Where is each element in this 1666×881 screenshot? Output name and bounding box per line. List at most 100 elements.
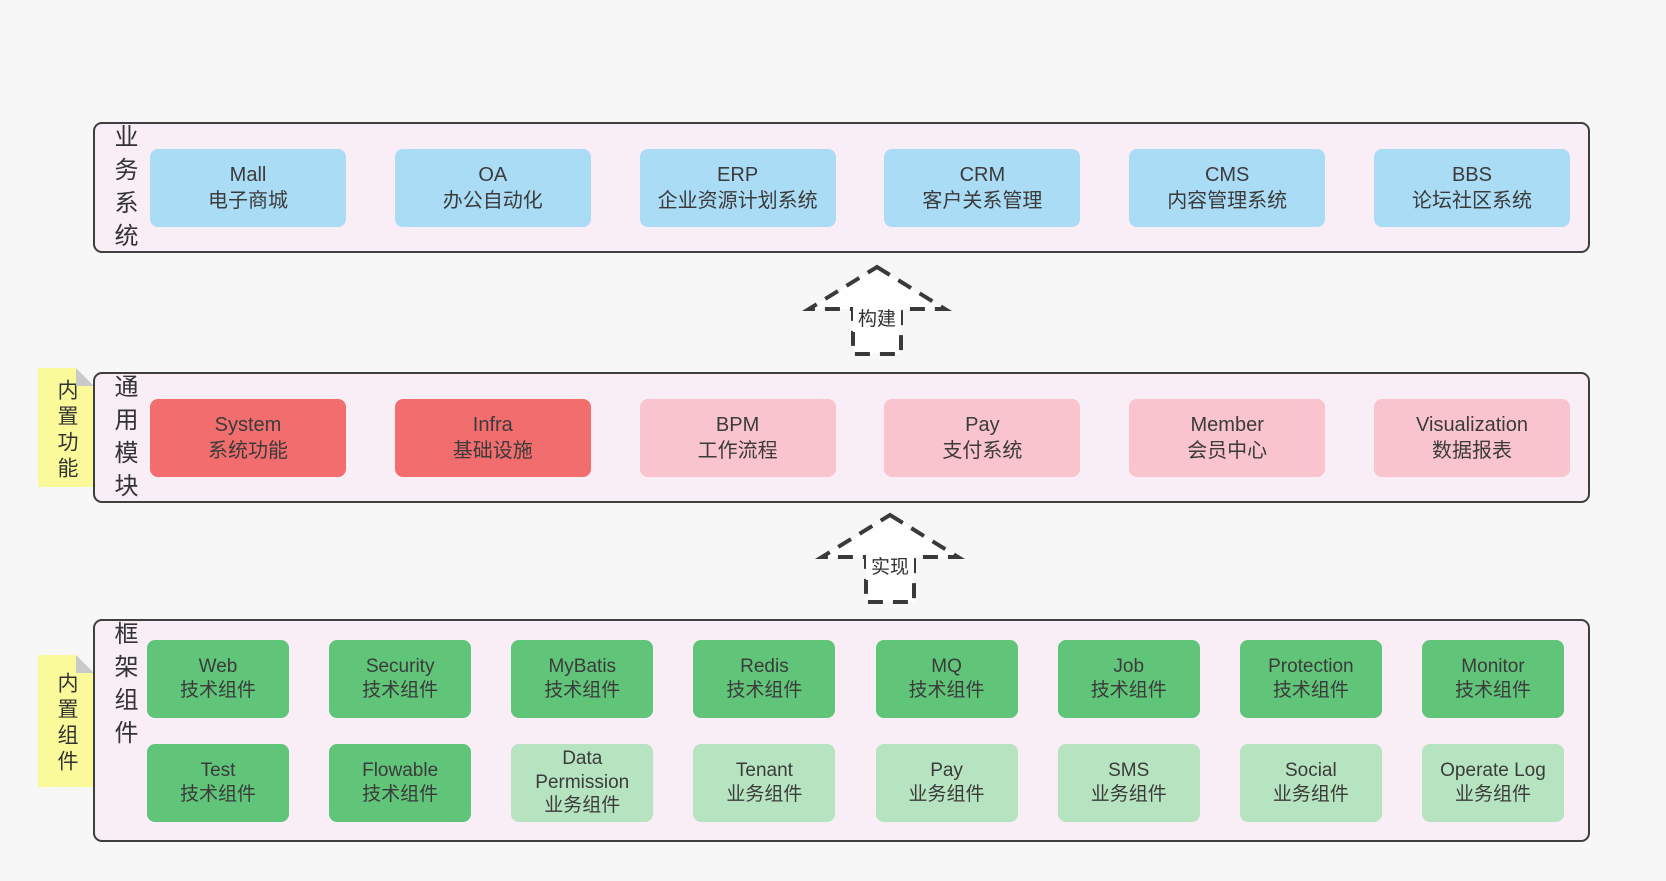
- box-social-desc: 业务组件: [1272, 783, 1349, 805]
- box-crm-desc: 客户关系管理: [922, 189, 1043, 212]
- box-social-name: Social: [1284, 759, 1337, 781]
- box-security-desc: 技术组件: [362, 679, 439, 701]
- box-oa-name: OA: [478, 163, 508, 186]
- arrow-build: 构建: [801, 263, 953, 358]
- box-visualization: Visualization 数据报表: [1373, 398, 1570, 477]
- arrow-build-label: 构建: [852, 303, 902, 332]
- box-test-name: Test: [200, 759, 236, 781]
- box-sms-name: SMS: [1108, 759, 1150, 781]
- box-bpm-name: BPM: [715, 413, 760, 436]
- box-pay-component-desc: 业务组件: [908, 783, 985, 805]
- box-cms-desc: 内容管理系统: [1167, 189, 1288, 212]
- box-crm-name: CRM: [959, 163, 1006, 186]
- arrow-implement: 实现: [814, 511, 966, 606]
- box-operate-log-desc: 业务组件: [1454, 783, 1531, 805]
- box-mybatis-name: MyBatis: [548, 655, 617, 677]
- section-components-label: 框架组件: [110, 621, 137, 753]
- component-row-2: Test 技术组件 Flowable 技术组件 Data Permission …: [147, 743, 1564, 822]
- box-web: Web 技术组件: [147, 639, 289, 718]
- box-web-name: Web: [198, 655, 238, 677]
- box-tenant: Tenant 业务组件: [693, 743, 836, 822]
- box-job-name: Job: [1113, 655, 1145, 677]
- box-oa: OA 办公自动化: [394, 148, 591, 227]
- box-data-permission: Data Permission 业务组件: [511, 743, 654, 822]
- box-member: Member 会员中心: [1129, 398, 1326, 477]
- box-flowable: Flowable 技术组件: [329, 743, 472, 822]
- box-flowable-name: Flowable: [362, 759, 439, 781]
- box-bpm-desc: 工作流程: [697, 439, 778, 462]
- box-mall: Mall 电子商城: [150, 148, 346, 227]
- box-infra: Infra 基础设施: [394, 398, 591, 477]
- arrow-implement-label: 实现: [865, 551, 915, 580]
- box-system-desc: 系统功能: [208, 439, 288, 462]
- box-bbs-desc: 论坛社区系统: [1411, 189, 1532, 212]
- box-bbs-name: BBS: [1451, 163, 1492, 186]
- box-mq-desc: 技术组件: [908, 679, 985, 701]
- box-pay-module-name: Pay: [965, 413, 1000, 436]
- box-oa-desc: 办公自动化: [442, 189, 543, 212]
- box-member-desc: 会员中心: [1187, 439, 1268, 462]
- box-sms-desc: 业务组件: [1090, 783, 1167, 805]
- box-sms: SMS 业务组件: [1057, 743, 1200, 822]
- box-visualization-desc: 数据报表: [1431, 439, 1512, 462]
- box-mq: MQ 技术组件: [875, 639, 1018, 718]
- box-protection-name: Protection: [1268, 655, 1354, 677]
- component-boxes-grid: Web 技术组件 Security 技术组件 MyBatis 技术组件 Redi…: [147, 621, 1564, 840]
- box-operate-log-name: Operate Log: [1440, 759, 1546, 781]
- section-business-label: 业务系统: [110, 124, 137, 256]
- sticky-built-in-components-label: 内置组件: [55, 672, 78, 776]
- box-infra-desc: 基础设施: [452, 439, 533, 462]
- box-pay-module: Pay 支付系统: [884, 398, 1081, 477]
- sticky-note-built-in-components: 内置组件: [38, 655, 94, 787]
- box-redis: Redis 技术组件: [693, 639, 836, 718]
- box-test: Test 技术组件: [147, 743, 289, 822]
- box-web-desc: 技术组件: [179, 679, 256, 701]
- box-bbs: BBS 论坛社区系统: [1373, 148, 1570, 227]
- box-pay-component: Pay 业务组件: [875, 743, 1018, 822]
- section-common-modules: 通用模块 System 系统功能 Infra 基础设施 BPM 工作流程 Pay…: [93, 372, 1590, 506]
- box-data-permission-desc: 业务组件: [544, 795, 621, 817]
- box-operate-log: Operate Log 业务组件: [1421, 743, 1564, 822]
- box-cms: CMS 内容管理系统: [1129, 148, 1326, 227]
- box-redis-desc: 技术组件: [726, 679, 803, 701]
- box-social: Social 业务组件: [1239, 743, 1382, 822]
- box-member-name: Member: [1190, 413, 1264, 436]
- box-pay-module-desc: 支付系统: [942, 439, 1023, 462]
- box-mybatis-desc: 技术组件: [544, 679, 621, 701]
- sticky-fold-corner-icon: [76, 368, 94, 386]
- box-erp-name: ERP: [717, 163, 759, 186]
- box-visualization-name: Visualization: [1416, 413, 1528, 436]
- section-framework-components: 框架组件 Web 技术组件 Security 技术组件 MyBatis 技术组件…: [93, 619, 1590, 842]
- module-boxes-row: System 系统功能 Infra 基础设施 BPM 工作流程 Pay 支付系统…: [150, 374, 1570, 501]
- box-cms-name: CMS: [1204, 163, 1250, 186]
- box-pay-component-name: Pay: [930, 759, 963, 781]
- box-security-name: Security: [365, 655, 435, 677]
- sticky-fold-corner-icon: [76, 655, 94, 673]
- box-tenant-desc: 业务组件: [726, 783, 803, 805]
- sticky-built-in-features-label: 内置功能: [55, 378, 78, 483]
- sticky-note-built-in-features: 内置功能: [38, 368, 94, 487]
- box-protection-desc: 技术组件: [1272, 679, 1349, 701]
- box-monitor: Monitor 技术组件: [1421, 639, 1564, 718]
- box-mall-name: Mall: [229, 163, 267, 186]
- box-redis-name: Redis: [740, 655, 789, 677]
- box-infra-name: Infra: [472, 413, 513, 436]
- box-system: System 系统功能: [150, 398, 346, 477]
- component-row-1: Web 技术组件 Security 技术组件 MyBatis 技术组件 Redi…: [147, 639, 1564, 718]
- box-test-desc: 技术组件: [179, 783, 256, 805]
- box-job: Job 技术组件: [1057, 639, 1200, 718]
- box-monitor-desc: 技术组件: [1454, 679, 1531, 701]
- box-erp-desc: 企业资源计划系统: [657, 189, 818, 212]
- section-modules-label: 通用模块: [110, 374, 137, 506]
- section-business-systems: 业务系统 Mall 电子商城 OA 办公自动化 ERP 企业资源计划系统 CRM…: [93, 122, 1590, 256]
- box-mall-desc: 电子商城: [208, 189, 288, 212]
- box-mq-name: MQ: [931, 655, 962, 677]
- box-flowable-desc: 技术组件: [362, 783, 439, 805]
- box-bpm: BPM 工作流程: [639, 398, 836, 477]
- box-system-name: System: [214, 413, 282, 436]
- box-erp: ERP 企业资源计划系统: [639, 148, 836, 227]
- box-security: Security 技术组件: [329, 639, 472, 718]
- box-mybatis: MyBatis 技术组件: [511, 639, 654, 718]
- box-crm: CRM 客户关系管理: [884, 148, 1081, 227]
